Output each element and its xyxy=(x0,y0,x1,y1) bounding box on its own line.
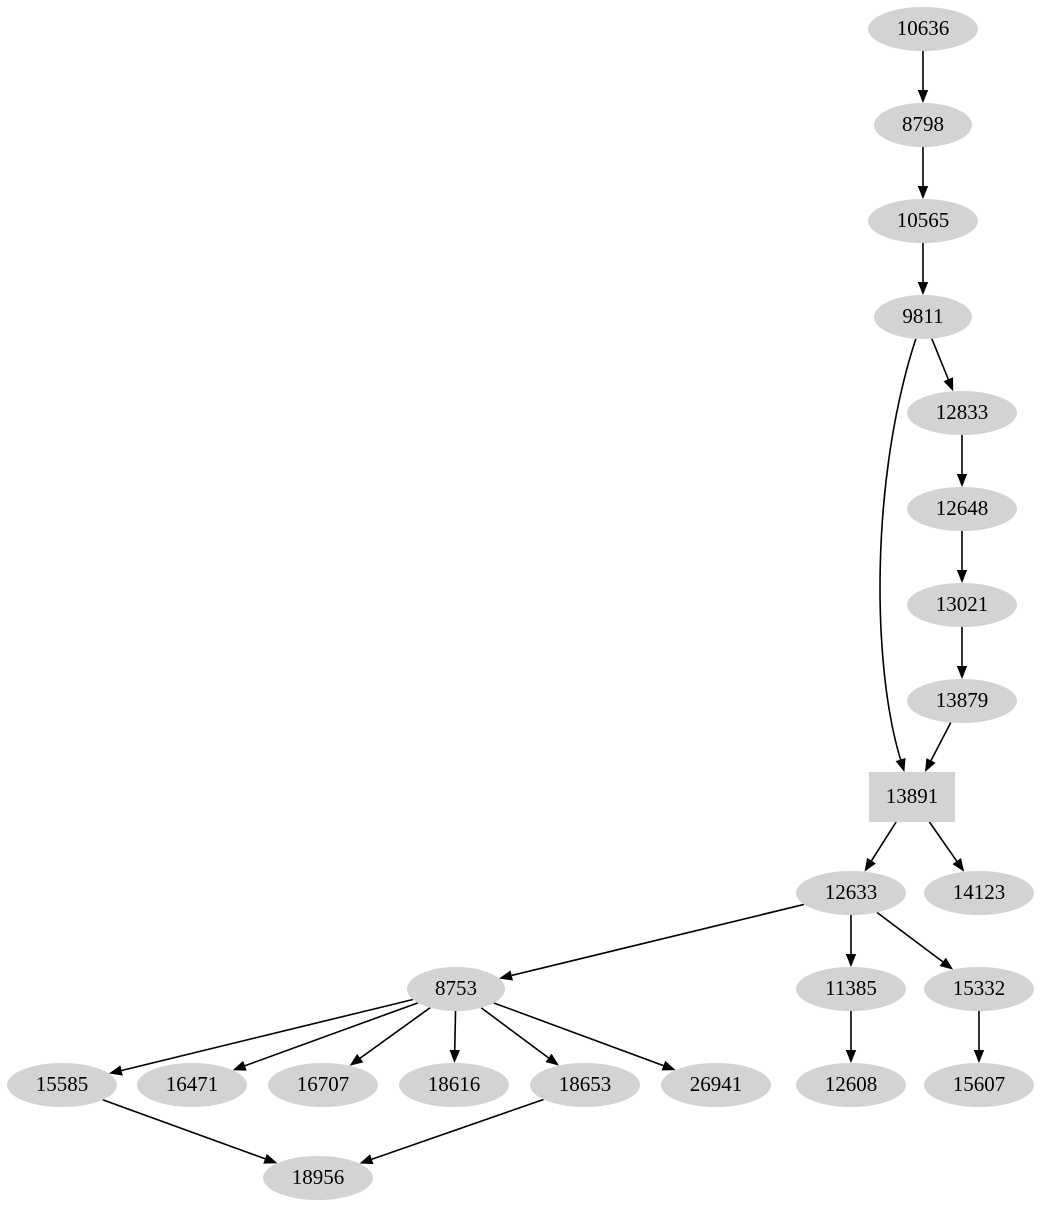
graph-node-18956[interactable]: 18956 xyxy=(263,1156,373,1200)
graph-node-14123[interactable]: 14123 xyxy=(924,871,1034,915)
graph-node-12833[interactable]: 12833 xyxy=(907,391,1017,435)
edge-15332-to-15607-arrowhead-icon xyxy=(973,1050,985,1063)
edge-13891-to-14123-arrowhead-icon xyxy=(952,858,965,872)
node-ellipse-16707[interactable] xyxy=(268,1063,378,1107)
edge-15585-to-18956 xyxy=(102,1099,266,1160)
node-ellipse-12833[interactable] xyxy=(907,391,1017,435)
node-ellipse-12648[interactable] xyxy=(907,487,1017,531)
graph-node-15585[interactable]: 15585 xyxy=(7,1063,117,1107)
node-ellipse-8798[interactable] xyxy=(874,103,972,147)
edge-9811-to-13891 xyxy=(879,338,917,760)
edge-13891-to-12633 xyxy=(870,821,897,862)
node-ellipse-15607[interactable] xyxy=(924,1063,1034,1107)
edge-11385-to-12608-arrowhead-icon xyxy=(845,1050,857,1063)
node-ellipse-15585[interactable] xyxy=(7,1063,117,1107)
edge-9811-to-13891-arrowhead-icon xyxy=(895,758,906,772)
node-ellipse-18616[interactable] xyxy=(399,1063,509,1107)
node-ellipse-10565[interactable] xyxy=(868,199,978,243)
edge-8753-to-18653-arrowhead-icon xyxy=(545,1053,559,1066)
graph-node-11385[interactable]: 11385 xyxy=(796,967,906,1011)
edge-12633-to-15332-arrowhead-icon xyxy=(939,957,954,970)
edge-8753-to-18616-arrowhead-icon xyxy=(449,1049,460,1064)
edge-13879-to-13891 xyxy=(930,722,952,761)
edge-12633-to-8753 xyxy=(511,903,805,977)
edge-8753-to-16707 xyxy=(359,1007,431,1059)
edge-13021-to-13879-arrowhead-icon xyxy=(956,666,968,679)
graph-node-12633[interactable]: 12633 xyxy=(796,871,906,915)
node-ellipse-9811[interactable] xyxy=(874,295,972,339)
edge-13891-to-12633-arrowhead-icon xyxy=(864,857,876,872)
graph-node-12608[interactable]: 12608 xyxy=(796,1063,906,1107)
node-ellipse-18653[interactable] xyxy=(530,1063,640,1107)
edge-8753-to-15585-arrowhead-icon xyxy=(108,1065,123,1076)
node-ellipse-13879[interactable] xyxy=(907,679,1017,723)
graph-node-16707[interactable]: 16707 xyxy=(268,1063,378,1107)
graph-node-8798[interactable]: 8798 xyxy=(874,103,972,147)
edge-12833-to-12648-arrowhead-icon xyxy=(956,474,968,487)
edge-12633-to-11385-arrowhead-icon xyxy=(845,954,857,967)
edge-9811-to-12833-arrowhead-icon xyxy=(943,377,954,392)
edge-8753-to-26941 xyxy=(493,1002,664,1067)
graph-node-10565[interactable]: 10565 xyxy=(868,199,978,243)
node-ellipse-12608[interactable] xyxy=(796,1063,906,1107)
node-ellipse-13021[interactable] xyxy=(907,583,1017,627)
graph-node-13879[interactable]: 13879 xyxy=(907,679,1017,723)
edge-12633-to-8753-arrowhead-icon xyxy=(499,970,513,981)
edge-13891-to-14123 xyxy=(928,821,958,862)
node-ellipse-8753[interactable] xyxy=(407,967,505,1011)
graph-node-18653[interactable]: 18653 xyxy=(530,1063,640,1107)
edge-12648-to-13021-arrowhead-icon xyxy=(956,570,968,583)
graph-node-26941[interactable]: 26941 xyxy=(661,1063,771,1107)
edge-10565-to-9811-arrowhead-icon xyxy=(917,282,929,295)
edge-15585-to-18956-arrowhead-icon xyxy=(263,1153,278,1164)
graph-node-10636[interactable]: 10636 xyxy=(868,7,978,51)
graph-node-8753[interactable]: 8753 xyxy=(407,967,505,1011)
graph-node-9811[interactable]: 9811 xyxy=(874,295,972,339)
graph-node-13021[interactable]: 13021 xyxy=(907,583,1017,627)
graph-node-18616[interactable]: 18616 xyxy=(399,1063,509,1107)
edge-18653-to-18956 xyxy=(371,1098,544,1161)
node-ellipse-11385[interactable] xyxy=(796,967,906,1011)
edge-8753-to-18616 xyxy=(453,1010,457,1051)
edge-8753-to-16707-arrowhead-icon xyxy=(349,1053,364,1066)
edge-layer xyxy=(102,51,985,1165)
node-rect-13891[interactable] xyxy=(869,772,955,822)
graph-node-16471[interactable]: 16471 xyxy=(137,1063,247,1107)
graph-node-15332[interactable]: 15332 xyxy=(924,967,1034,1011)
node-ellipse-14123[interactable] xyxy=(924,871,1034,915)
edge-8798-to-10565-arrowhead-icon xyxy=(917,186,929,199)
edge-12633-to-15332 xyxy=(876,911,944,963)
node-ellipse-12633[interactable] xyxy=(796,871,906,915)
node-ellipse-26941[interactable] xyxy=(661,1063,771,1107)
edge-8753-to-15585 xyxy=(121,998,414,1072)
edge-8753-to-16471 xyxy=(244,1002,419,1067)
edge-13879-to-13891-arrowhead-icon xyxy=(925,758,936,772)
graph-node-13891[interactable]: 13891 xyxy=(869,772,955,822)
node-ellipse-18956[interactable] xyxy=(263,1156,373,1200)
edge-8753-to-18653 xyxy=(480,1007,550,1059)
edge-8753-to-26941-arrowhead-icon xyxy=(661,1060,676,1071)
edge-10636-to-8798-arrowhead-icon xyxy=(917,90,929,103)
edge-18653-to-18956-arrowhead-icon xyxy=(359,1154,374,1165)
node-ellipse-15332[interactable] xyxy=(924,967,1034,1011)
edge-8753-to-16471-arrowhead-icon xyxy=(232,1060,247,1071)
edge-9811-to-12833 xyxy=(931,338,950,380)
node-ellipse-10636[interactable] xyxy=(868,7,978,51)
graph-node-15607[interactable]: 15607 xyxy=(924,1063,1034,1107)
node-ellipse-16471[interactable] xyxy=(137,1063,247,1107)
graph-node-12648[interactable]: 12648 xyxy=(907,487,1017,531)
